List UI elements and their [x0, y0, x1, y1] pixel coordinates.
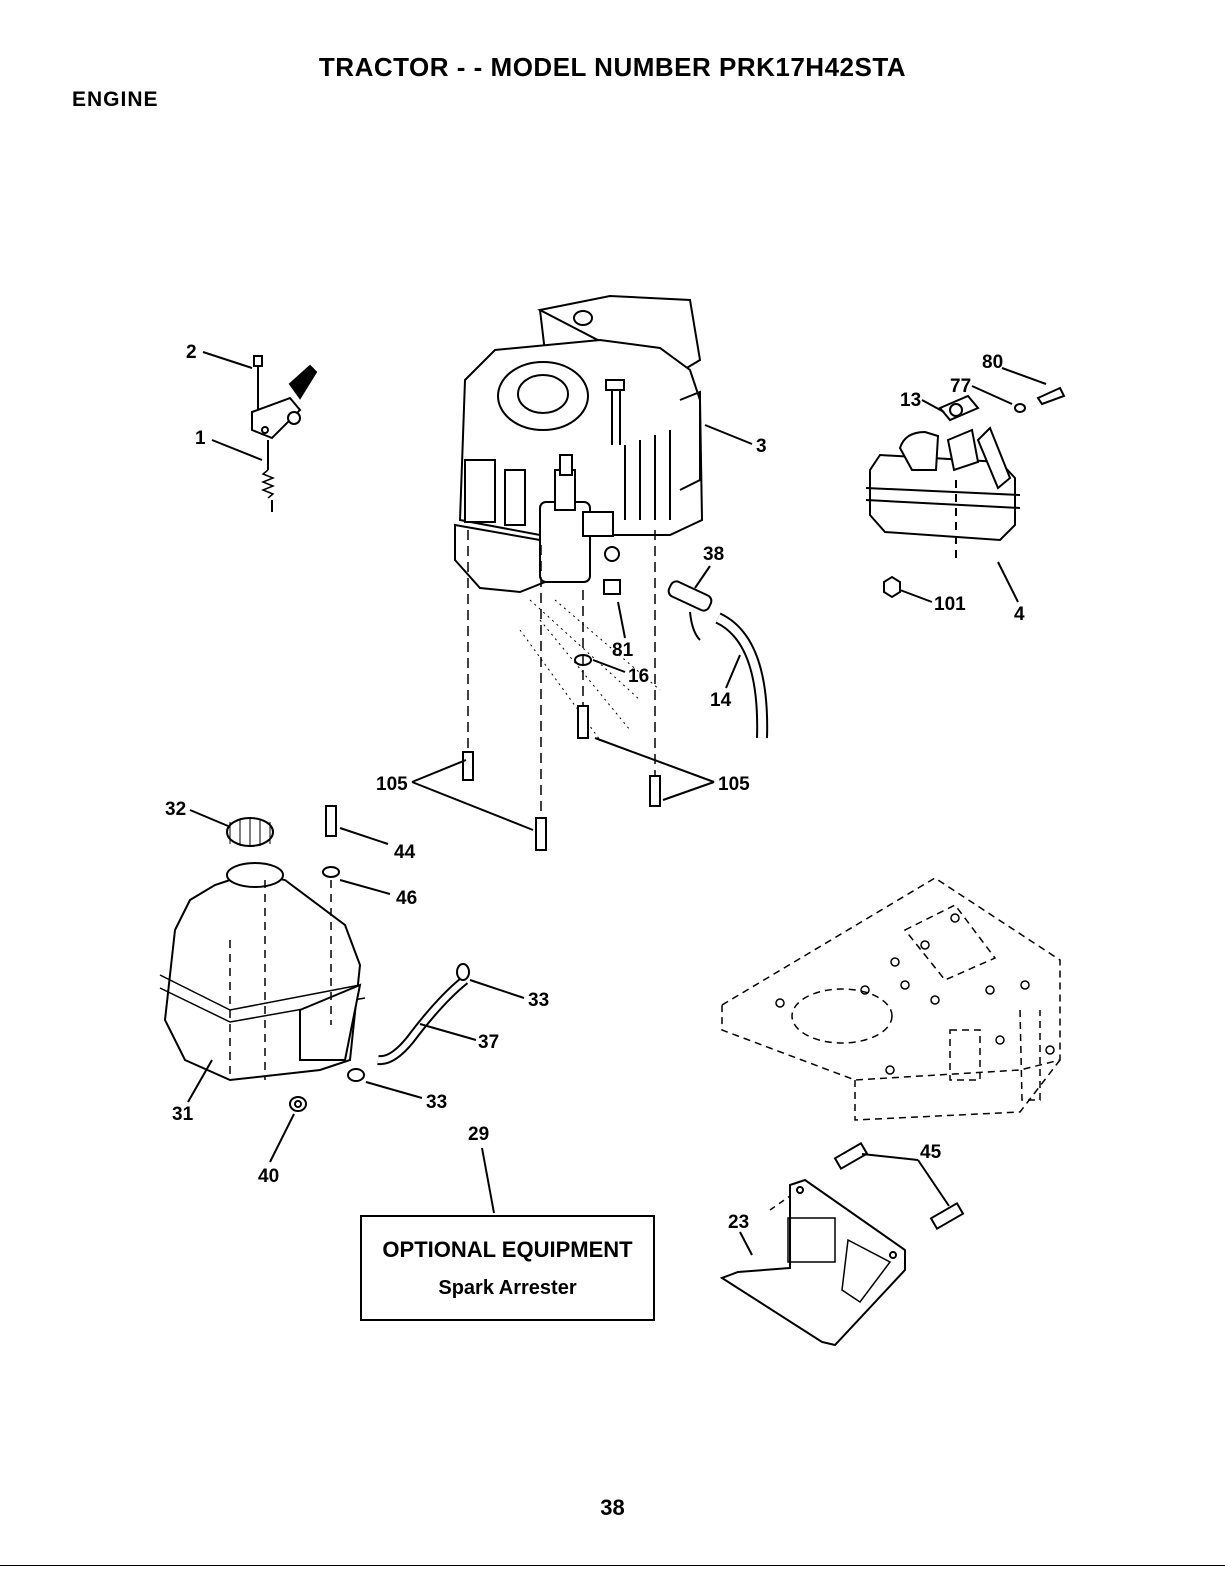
callout-81: 81: [612, 640, 634, 661]
callout-4: 4: [1014, 604, 1025, 625]
bottom-divider: [0, 1565, 1225, 1566]
optional-equipment-title: OPTIONAL EQUIPMENT: [362, 1237, 653, 1263]
callout-45: 45: [920, 1142, 942, 1163]
fuel-tank-illustration: [160, 806, 365, 1111]
callout-1: 1: [195, 428, 206, 449]
engine-illustration: [455, 296, 702, 740]
plate-holes: [776, 914, 1054, 1074]
muffler-illustration: [866, 388, 1064, 597]
fuel-line-illustration: [667, 579, 762, 738]
callout-105-left: 105: [376, 774, 408, 795]
callout-31: 31: [172, 1104, 194, 1125]
page-number: 38: [0, 1495, 1225, 1521]
callout-2: 2: [186, 342, 197, 363]
optional-equipment-item: Spark Arrester: [362, 1277, 653, 1300]
callout-32: 32: [165, 799, 186, 820]
callout-44: 44: [394, 842, 416, 863]
callout-13: 13: [900, 390, 921, 411]
callout-3: 3: [756, 436, 767, 457]
callout-77: 77: [950, 376, 971, 397]
callout-37: 37: [478, 1032, 499, 1053]
callout-23: 23: [728, 1212, 749, 1233]
callout-101: 101: [934, 594, 966, 615]
callout-33-top: 33: [528, 990, 549, 1011]
callout-105-right: 105: [718, 774, 750, 795]
engine-plate-illustration: [722, 878, 1060, 1120]
callout-80: 80: [982, 352, 1003, 373]
callout-46: 46: [396, 888, 417, 909]
callout-38: 38: [703, 544, 724, 565]
callout-29: 29: [468, 1124, 489, 1145]
fuel-hose-illustration: [348, 964, 469, 1081]
callout-16: 16: [628, 666, 649, 687]
throttle-control-illustration: [252, 356, 316, 512]
callout-40: 40: [258, 1166, 279, 1187]
callout-33-bottom: 33: [426, 1092, 447, 1113]
optional-equipment-box: OPTIONAL EQUIPMENT Spark Arrester: [360, 1215, 655, 1321]
callout-14: 14: [710, 690, 732, 711]
